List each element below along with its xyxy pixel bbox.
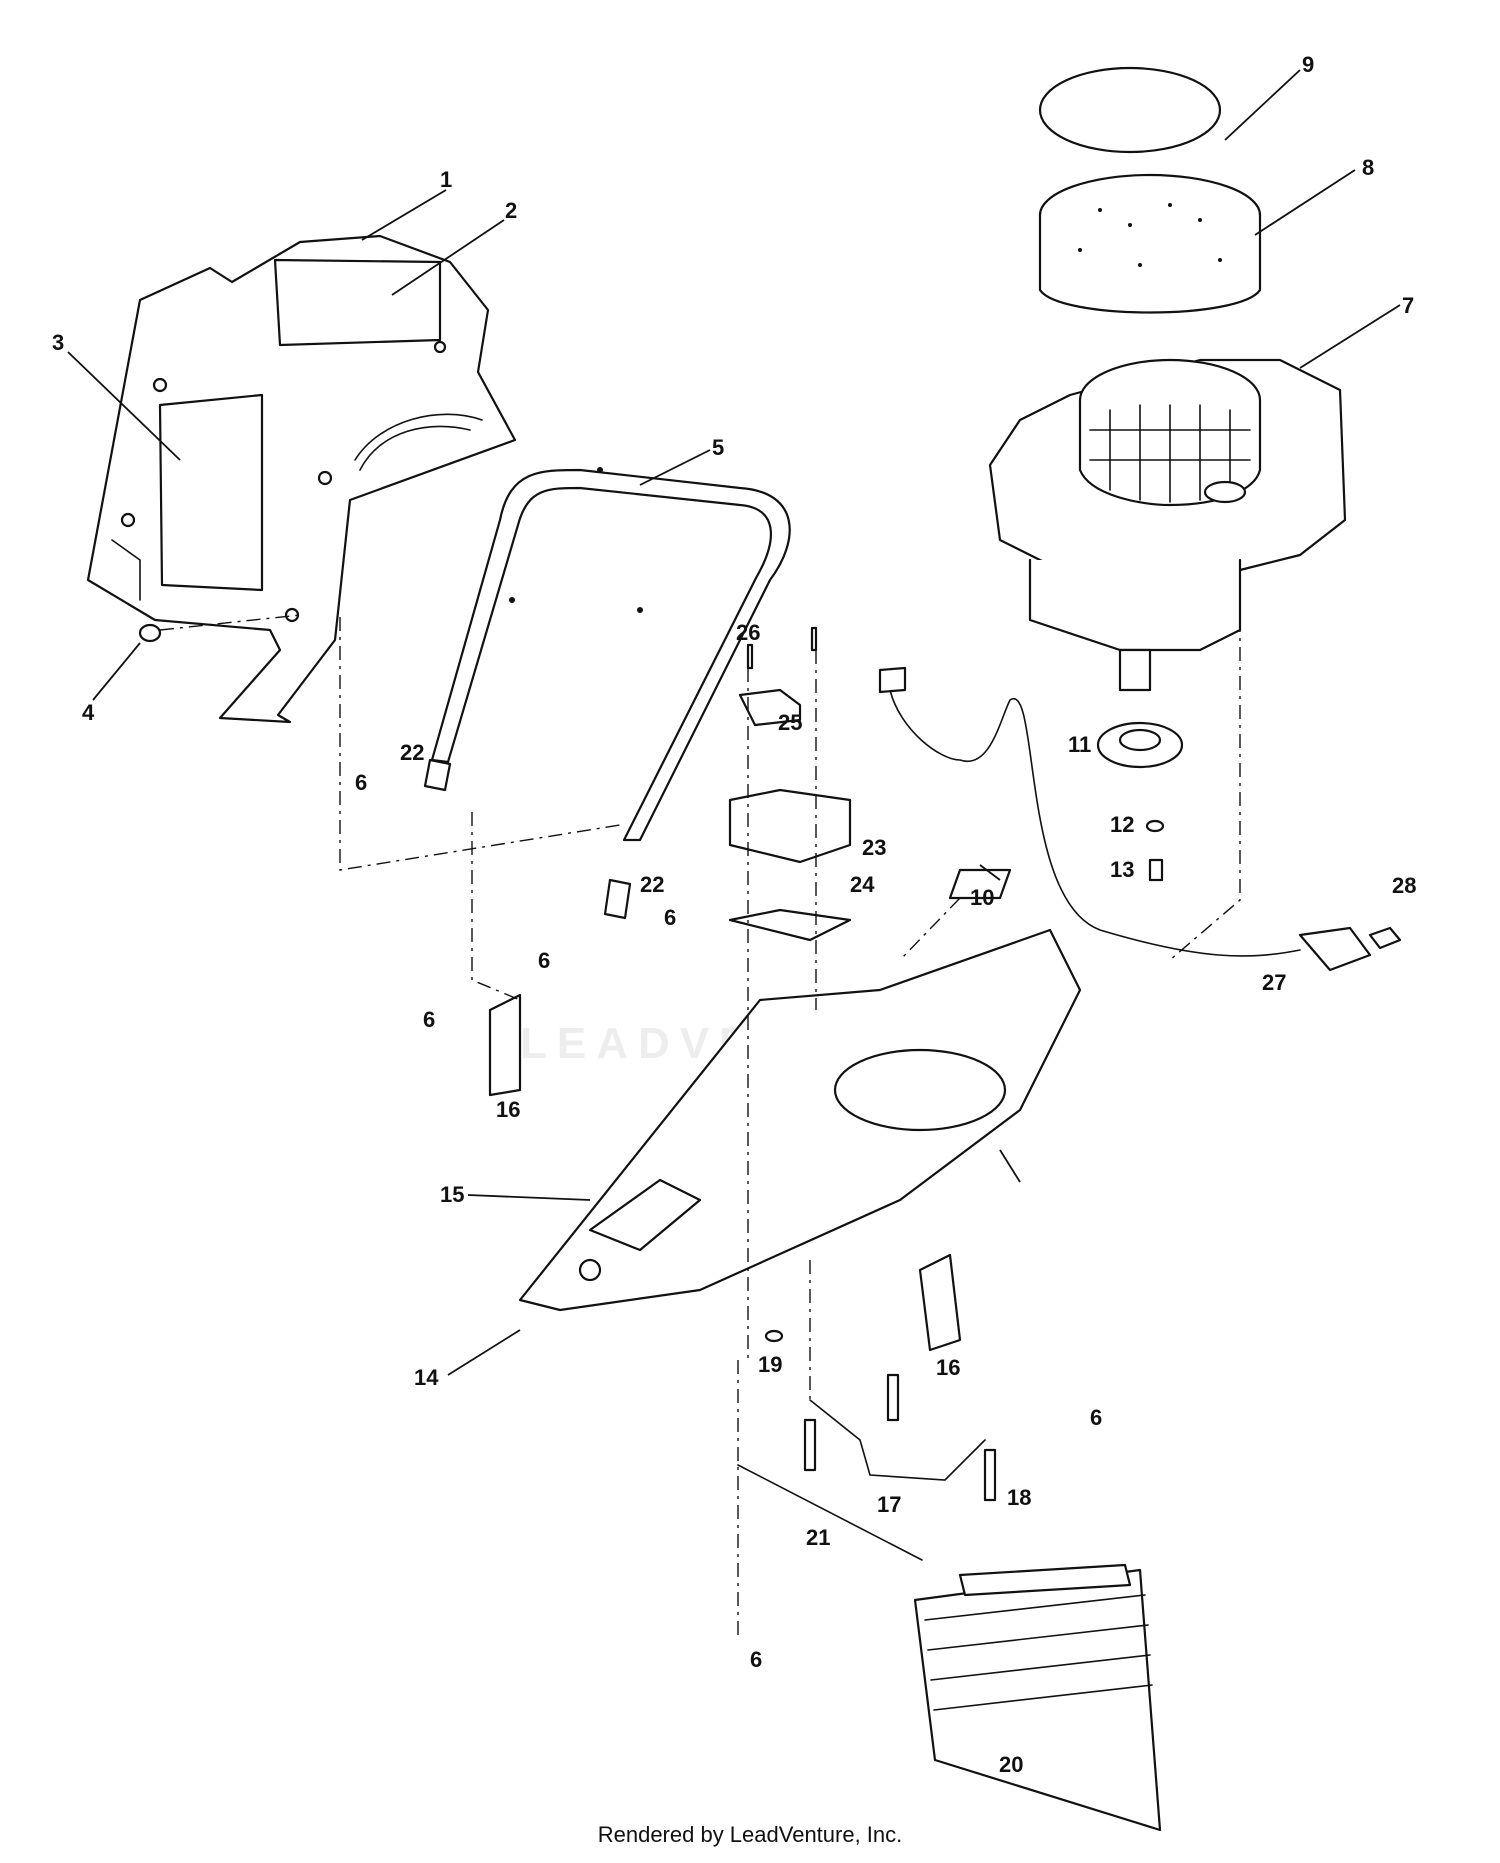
bracket-left xyxy=(488,993,522,1097)
alignment-lines xyxy=(159,560,1241,1640)
loop-bar xyxy=(423,467,791,920)
callout-16b: 16 xyxy=(936,1355,960,1380)
callout-7: 7 xyxy=(1402,293,1414,318)
leaders xyxy=(67,69,1401,1376)
callout-27: 27 xyxy=(1262,970,1286,995)
callout-1: 1 xyxy=(440,167,452,192)
callout-12: 12 xyxy=(1110,812,1134,837)
console-cover xyxy=(86,234,517,724)
callout-2: 2 xyxy=(505,198,517,223)
callout-9: 9 xyxy=(1302,52,1314,77)
battery-bracket-group xyxy=(728,626,1012,942)
plug-part xyxy=(138,623,162,643)
callout-4: 4 xyxy=(82,700,95,725)
callout-17: 17 xyxy=(877,1492,901,1517)
callout-13: 13 xyxy=(1110,857,1134,882)
callout-6e: 6 xyxy=(1090,1405,1102,1430)
callout-6c: 6 xyxy=(538,948,550,973)
callout-8: 8 xyxy=(1362,155,1374,180)
callout-19: 19 xyxy=(758,1352,782,1377)
callout-20: 20 xyxy=(999,1752,1023,1777)
callout-numbers: 1 2 3 4 5 6 6 6 6 6 6 7 8 9 10 11 12 13 … xyxy=(52,52,1416,1777)
chassis-base xyxy=(518,928,1082,1312)
callout-26: 26 xyxy=(736,620,760,645)
callout-11: 11 xyxy=(1068,732,1091,757)
wire-harness xyxy=(878,666,1402,972)
callout-6d: 6 xyxy=(423,1007,435,1032)
side-panel xyxy=(913,1563,1162,1832)
callout-6b: 6 xyxy=(664,905,676,930)
pulley-stack xyxy=(1096,721,1184,882)
callout-21: 21 xyxy=(806,1525,830,1550)
callout-16a: 16 xyxy=(496,1097,520,1122)
callout-22a: 22 xyxy=(400,740,424,765)
callout-14: 14 xyxy=(414,1365,439,1390)
rod-hardware xyxy=(764,1329,997,1502)
callout-5: 5 xyxy=(712,435,724,460)
callout-15: 15 xyxy=(440,1182,464,1207)
callout-28: 28 xyxy=(1392,873,1416,898)
link-rod xyxy=(737,1464,923,1561)
callout-25: 25 xyxy=(778,710,802,735)
footer-credit: Rendered by LeadVenture, Inc. xyxy=(597,1822,903,1847)
callout-18: 18 xyxy=(1007,1485,1031,1510)
callout-22b: 22 xyxy=(640,872,664,897)
callout-6f: 6 xyxy=(750,1647,762,1672)
callout-10: 10 xyxy=(970,885,994,910)
air-filter xyxy=(1038,173,1262,314)
engine xyxy=(988,358,1347,692)
filter-disc xyxy=(1038,66,1222,154)
bracket-right xyxy=(918,1253,962,1352)
callout-23: 23 xyxy=(862,835,886,860)
callout-24: 24 xyxy=(850,872,875,897)
callout-3: 3 xyxy=(52,330,64,355)
callout-6a: 6 xyxy=(355,770,367,795)
